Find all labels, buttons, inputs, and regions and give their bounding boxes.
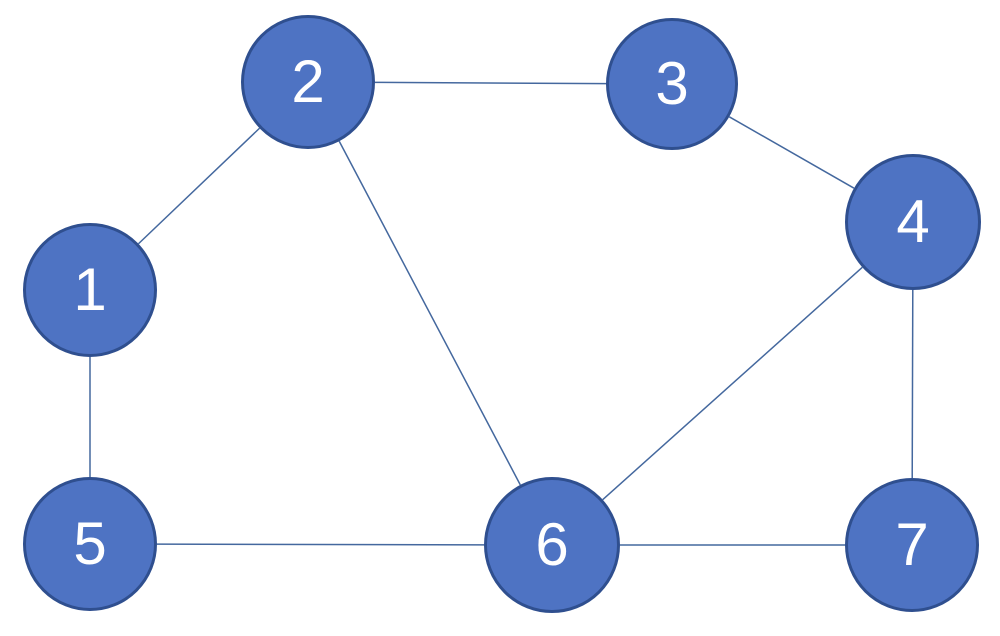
graph-node-5[interactable]: 5 <box>23 477 157 611</box>
graph-node-label: 6 <box>535 511 569 578</box>
graph-edge-1-2 <box>137 127 261 245</box>
graph-node-1[interactable]: 1 <box>23 223 157 357</box>
graph-node-label: 3 <box>655 50 689 117</box>
graph-edge-3-4 <box>728 116 855 189</box>
graph-node-label: 2 <box>291 48 325 115</box>
graph-node-6[interactable]: 6 <box>484 477 620 613</box>
graph-node-3[interactable]: 3 <box>606 18 738 150</box>
graph-node-label: 7 <box>895 511 929 578</box>
graph-node-2[interactable]: 2 <box>241 15 375 149</box>
graph-edge-5-6 <box>156 543 485 546</box>
graph-node-7[interactable]: 7 <box>845 478 979 612</box>
graph-node-label: 5 <box>73 510 107 577</box>
graph-edge-4-7 <box>911 289 914 479</box>
graph-node-label: 1 <box>73 256 107 323</box>
graph-edge-4-6 <box>602 266 863 501</box>
graph-node-label: 4 <box>896 188 930 255</box>
graph-edge-2-3 <box>374 81 607 85</box>
graph-edge-2-6 <box>338 140 521 486</box>
graph-node-4[interactable]: 4 <box>845 154 981 290</box>
